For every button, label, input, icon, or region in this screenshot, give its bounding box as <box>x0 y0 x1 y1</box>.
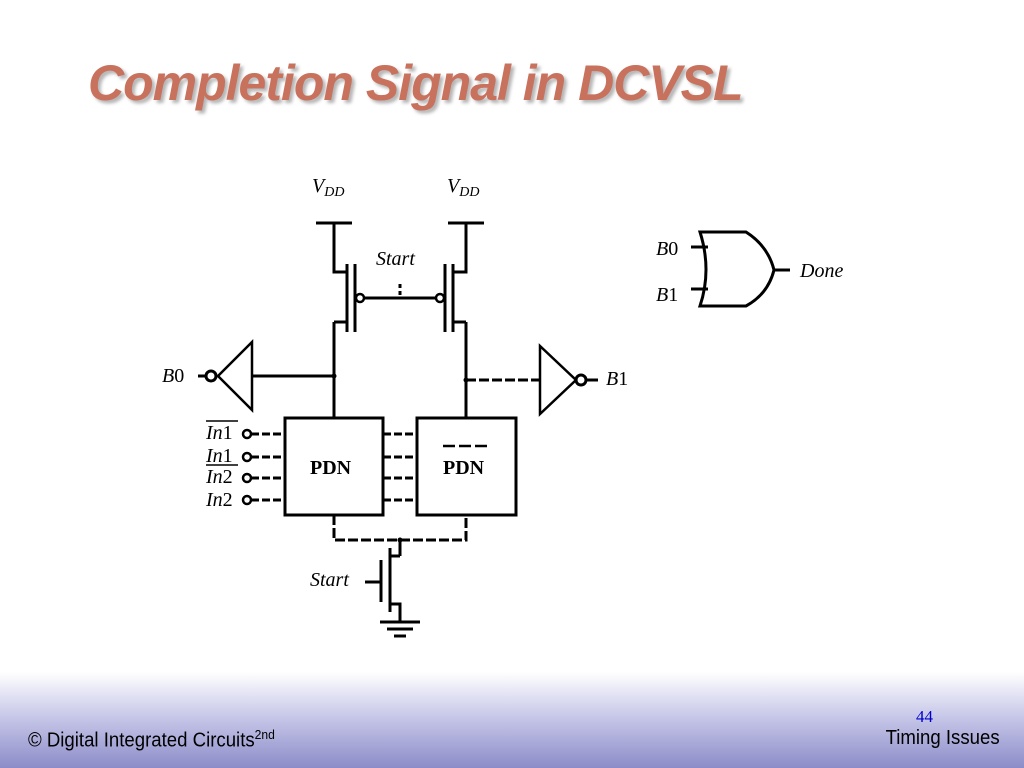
vdd-right-label: VDD <box>447 175 479 200</box>
b0-left-label: B0 <box>162 365 184 387</box>
inverter-b0 <box>216 338 254 414</box>
footer-band <box>0 672 1024 768</box>
footer-copyright: © Digital Integrated Circuits2nd <box>28 727 275 752</box>
slide-title: Completion Signal in DCVSL <box>88 55 744 111</box>
done-label: Done <box>799 260 843 282</box>
vdd-left-label: VDD <box>312 175 344 200</box>
pdn-bottom-merge <box>332 515 468 542</box>
input-bubble <box>241 428 253 440</box>
input-bubble <box>241 451 253 463</box>
pdn-right-box <box>415 416 518 517</box>
or-input-b0-label: B0 <box>656 238 678 260</box>
input-bubble <box>241 472 253 484</box>
b1-right-label: B1 <box>606 368 628 390</box>
pmos-left-bubble <box>354 292 366 304</box>
pdn-right-label: PDN <box>443 457 485 479</box>
pmos-left <box>332 223 349 378</box>
footer-section: Timing Issues <box>885 727 1000 749</box>
input-label-1: In1 <box>205 445 233 467</box>
input-label-2: In2 <box>205 466 233 488</box>
pmos-right-bubble <box>434 292 446 304</box>
input-label-0: In1 <box>205 422 233 444</box>
pmos-right <box>451 223 468 378</box>
input-label-3: In2 <box>205 489 233 511</box>
or-input-b1-label: B1 <box>656 284 678 306</box>
pdn-left-label: PDN <box>310 457 352 479</box>
start-bottom-label: Start <box>310 569 349 591</box>
input-bubble <box>241 494 253 506</box>
nmos-eval <box>388 548 402 622</box>
or-gate <box>697 230 776 308</box>
start-top-label: Start <box>376 248 415 270</box>
page-number: 44 <box>916 707 933 726</box>
inverter-b1 <box>538 343 578 417</box>
